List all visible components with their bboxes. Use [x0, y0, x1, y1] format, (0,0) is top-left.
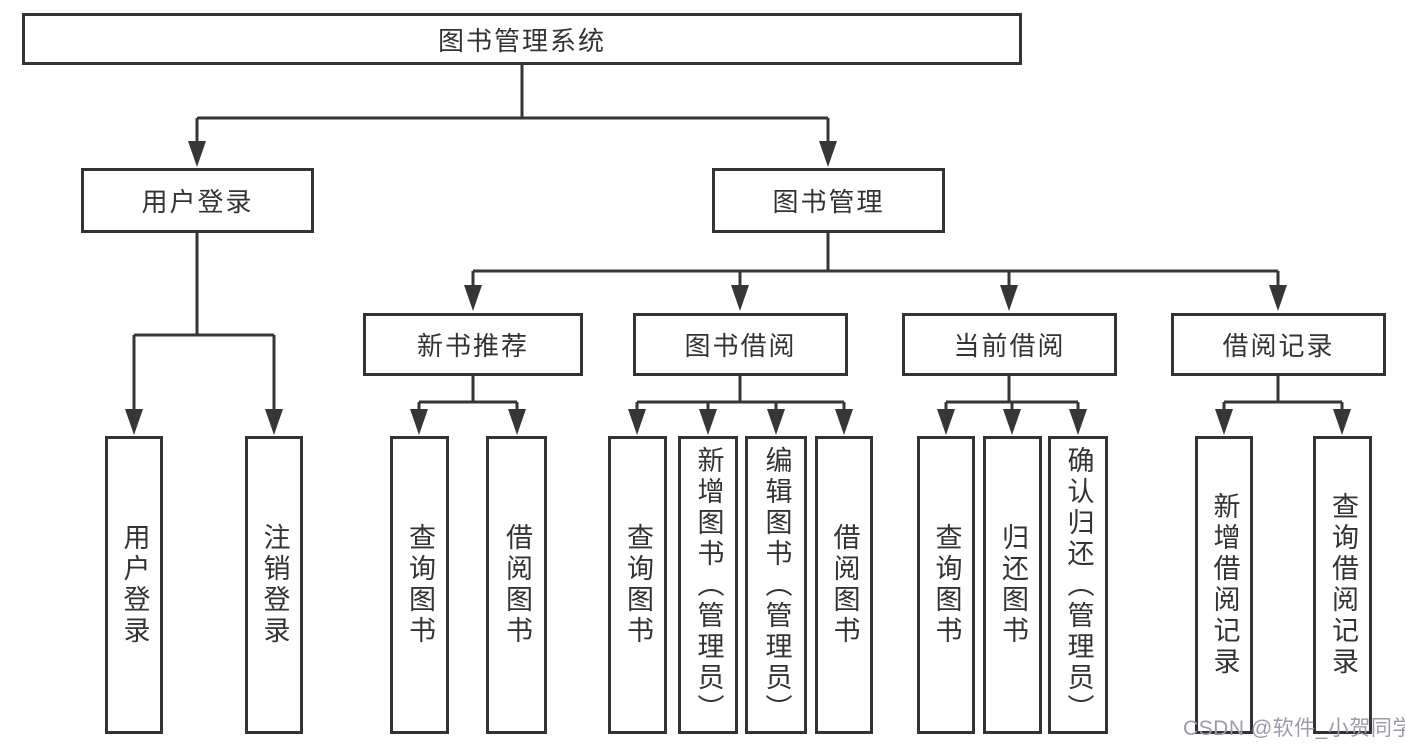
leaf-query-books-current: 查询图书 — [917, 436, 975, 734]
node-book-borrowing: 图书借阅 — [633, 313, 848, 376]
node-borrowing-records: 借阅记录 — [1171, 313, 1386, 376]
leaf-logout: 注销登录 — [245, 436, 303, 734]
node-root: 图书管理系统 — [22, 13, 1022, 65]
node-current-borrowing: 当前借阅 — [902, 313, 1117, 376]
leaf-return-books: 归还图书 — [983, 436, 1042, 734]
leaf-add-books-admin: 新增图书（管理员） — [678, 436, 738, 734]
leaf-query-borrow-record: 查询借阅记录 — [1313, 436, 1372, 734]
leaf-confirm-return-admin: 确认归还（管理员） — [1048, 436, 1108, 734]
leaf-query-books-recommend: 查询图书 — [390, 436, 449, 734]
leaf-borrow-books: 借阅图书 — [815, 436, 873, 734]
leaf-user-login: 用户登录 — [105, 436, 163, 734]
csdn-watermark: CSDN @软件_小贺同学 — [1183, 717, 1405, 740]
leaf-edit-books-admin: 编辑图书（管理员） — [745, 436, 807, 734]
node-user-login: 用户登录 — [81, 168, 314, 233]
node-new-book-recommendation: 新书推荐 — [363, 313, 583, 376]
leaf-query-books-borrow: 查询图书 — [608, 436, 667, 734]
leaf-add-borrow-record: 新增借阅记录 — [1195, 436, 1253, 734]
node-book-management: 图书管理 — [712, 168, 945, 233]
leaf-borrow-books-recommend: 借阅图书 — [486, 436, 547, 734]
